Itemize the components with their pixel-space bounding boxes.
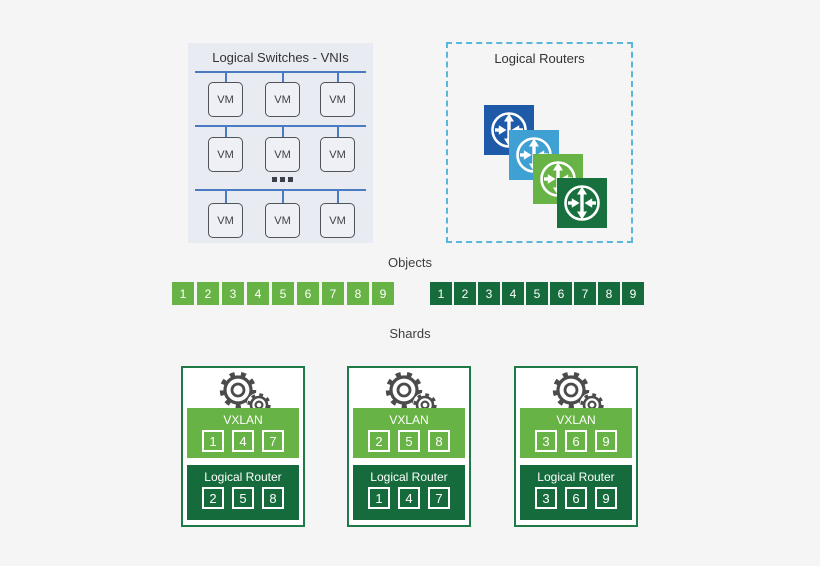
objects-row-dark: 1 2 3 4 5 6 7 8 9 xyxy=(430,282,644,305)
vm-link-line xyxy=(282,126,284,137)
shard-box: VXLAN 1 4 7 Logical Router 2 5 8 xyxy=(181,366,305,527)
logical-router-number: 2 xyxy=(202,487,224,509)
object-square: 5 xyxy=(272,282,294,305)
vxlan-number: 3 xyxy=(535,430,557,452)
logical-router-number: 1 xyxy=(368,487,390,509)
vm-box: VM xyxy=(265,203,300,238)
object-square: 4 xyxy=(247,282,269,305)
shard-box: VXLAN 2 5 8 Logical Router 1 4 7 xyxy=(347,366,471,527)
switch-bus-line xyxy=(195,189,366,191)
vm-box: VM xyxy=(320,137,355,172)
object-square: 9 xyxy=(372,282,394,305)
switch-bus-line xyxy=(195,71,366,73)
object-square: 1 xyxy=(172,282,194,305)
logical-router-block: Logical Router 2 5 8 xyxy=(187,465,299,520)
vm-box: VM xyxy=(320,82,355,117)
vxlan-block: VXLAN 3 6 9 xyxy=(520,408,632,458)
object-square: 2 xyxy=(454,282,476,305)
object-square: 2 xyxy=(197,282,219,305)
switch-bus-line xyxy=(195,125,366,127)
vxlan-label: VXLAN xyxy=(556,413,596,427)
shard-box: VXLAN 3 6 9 Logical Router 3 6 9 xyxy=(514,366,638,527)
vm-link-line xyxy=(337,126,339,137)
vm-link-line xyxy=(282,190,284,203)
object-square: 1 xyxy=(430,282,452,305)
object-square: 3 xyxy=(478,282,500,305)
object-square: 9 xyxy=(622,282,644,305)
logical-router-number: 7 xyxy=(428,487,450,509)
vm-label: VM xyxy=(217,93,234,106)
logical-router-block: Logical Router 1 4 7 xyxy=(353,465,465,520)
logical-routers-panel: Logical Routers xyxy=(446,42,633,243)
object-square: 3 xyxy=(222,282,244,305)
object-square: 7 xyxy=(322,282,344,305)
vm-link-line xyxy=(337,72,339,82)
vxlan-block: VXLAN 2 5 8 xyxy=(353,408,465,458)
vm-label: VM xyxy=(217,214,234,227)
logical-router-label: Logical Router xyxy=(370,470,448,484)
vm-link-line xyxy=(225,126,227,137)
logical-router-number: 8 xyxy=(262,487,284,509)
logical-router-label: Logical Router xyxy=(537,470,615,484)
vm-label: VM xyxy=(329,148,346,161)
vxlan-number: 2 xyxy=(368,430,390,452)
logical-switches-panel: Logical Switches - VNIs VM VM VM VM VM V… xyxy=(188,43,373,243)
vxlan-number: 6 xyxy=(565,430,587,452)
logical-switches-title: Logical Switches - VNIs xyxy=(212,50,349,65)
object-square: 6 xyxy=(550,282,572,305)
vm-link-line xyxy=(225,190,227,203)
object-square: 8 xyxy=(347,282,369,305)
vxlan-number: 8 xyxy=(428,430,450,452)
logical-router-number: 5 xyxy=(232,487,254,509)
object-square: 8 xyxy=(598,282,620,305)
vm-label: VM xyxy=(274,93,291,106)
logical-router-number: 6 xyxy=(565,487,587,509)
vm-box: VM xyxy=(208,137,243,172)
logical-router-label: Logical Router xyxy=(204,470,282,484)
object-square: 5 xyxy=(526,282,548,305)
vxlan-number: 7 xyxy=(262,430,284,452)
logical-router-number: 3 xyxy=(535,487,557,509)
vxlan-label: VXLAN xyxy=(223,413,263,427)
vxlan-number: 1 xyxy=(202,430,224,452)
vm-link-line xyxy=(337,190,339,203)
vm-label: VM xyxy=(329,214,346,227)
object-square: 6 xyxy=(297,282,319,305)
vxlan-number: 9 xyxy=(595,430,617,452)
vm-box: VM xyxy=(208,82,243,117)
router-icon xyxy=(557,178,607,228)
ellipsis-dots xyxy=(272,177,293,182)
logical-router-number: 4 xyxy=(398,487,420,509)
vxlan-label: VXLAN xyxy=(389,413,429,427)
vm-box: VM xyxy=(208,203,243,238)
object-square: 7 xyxy=(574,282,596,305)
vxlan-number: 4 xyxy=(232,430,254,452)
logical-router-number: 9 xyxy=(595,487,617,509)
logical-routers-title: Logical Routers xyxy=(494,51,585,66)
vm-label: VM xyxy=(217,148,234,161)
objects-row-light: 1 2 3 4 5 6 7 8 9 xyxy=(172,282,394,305)
vm-link-line xyxy=(282,72,284,82)
vm-box: VM xyxy=(265,137,300,172)
vm-label: VM xyxy=(329,93,346,106)
vm-label: VM xyxy=(274,148,291,161)
vm-box: VM xyxy=(265,82,300,117)
vxlan-number: 5 xyxy=(398,430,420,452)
vm-link-line xyxy=(225,72,227,82)
objects-label: Objects xyxy=(387,255,433,270)
shards-label: Shards xyxy=(389,326,431,341)
vm-box: VM xyxy=(320,203,355,238)
logical-router-block: Logical Router 3 6 9 xyxy=(520,465,632,520)
object-square: 4 xyxy=(502,282,524,305)
vxlan-block: VXLAN 1 4 7 xyxy=(187,408,299,458)
vm-label: VM xyxy=(274,214,291,227)
